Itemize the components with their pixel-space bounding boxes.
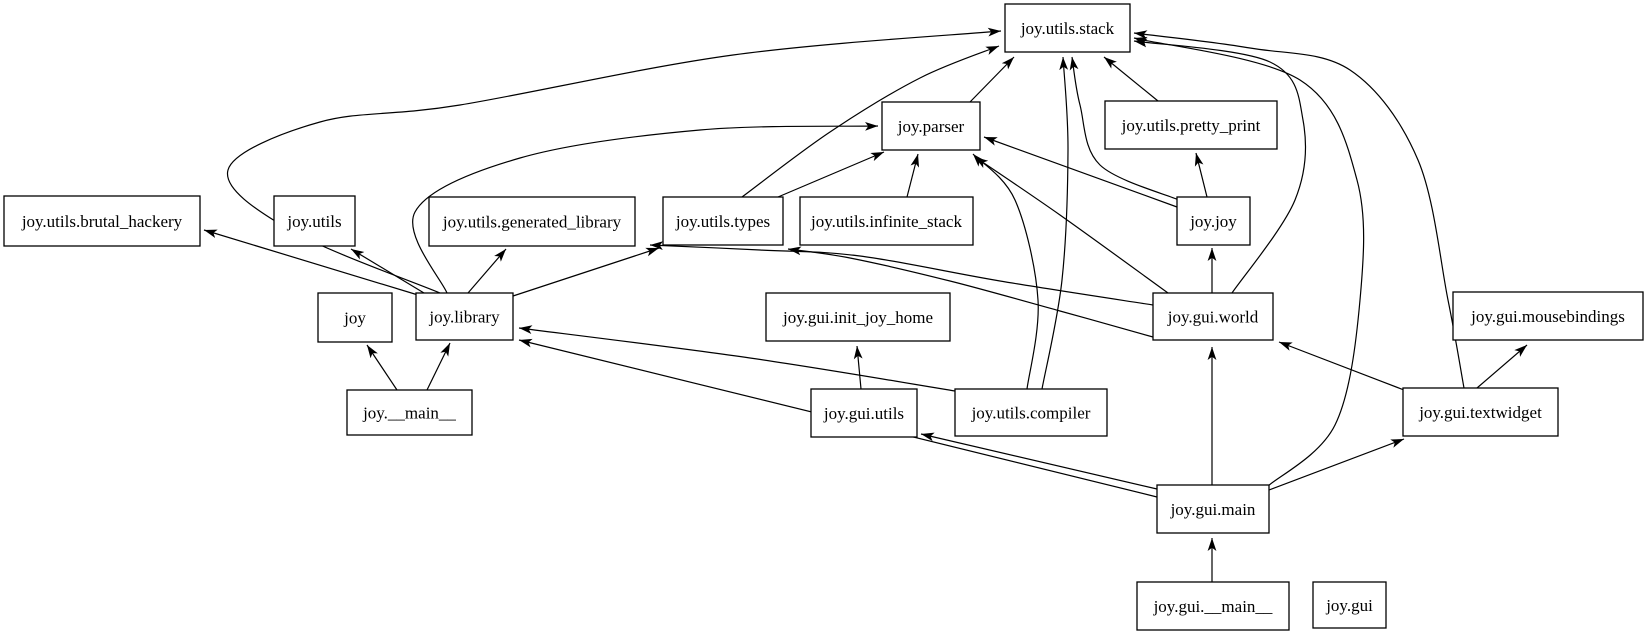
edge-joy.library-to-joy.utils.generated_library [467,248,507,294]
node-joy.gui.utils: joy.gui.utils [810,388,918,438]
edge-joy.gui.world-to-joy.parser [974,156,1169,294]
edge-joy.utils.types-to-joy.utils.stack [741,45,1000,198]
node-box-joy.parser [881,101,981,151]
node-label-joy.utils.stack: joy.utils.stack [1020,19,1115,38]
node-layer: joy.utils.stack joy.parser joy.utils.prett… [3,3,1644,631]
edge-layer [203,27,1528,582]
node-joy.utils: joy.utils [273,195,356,247]
edge-joy.library-to-joy.utils.types [512,247,660,297]
edge-joy.gui.textwidget-to-joy.gui.mousebindings [1476,344,1528,389]
edge-joy.utils.compiler-to-joy.utils.stack [1041,56,1069,390]
node-label-joy.gui.main: joy.gui.main [1170,500,1256,519]
edge-joy.joy-to-joy.utils.pretty_print [1194,152,1208,198]
edge-joy.__main__-to-joy.library [426,342,451,391]
node-box-joy.gui.utils [810,388,918,438]
node-box-joy.gui [1312,581,1387,629]
node-joy.utils.brutal_hackery: joy.utils.brutal_hackery [3,195,201,247]
node-box-joy.joy [1176,196,1251,246]
node-joy.utils.compiler: joy.utils.compiler [954,388,1108,437]
edge-joy.__main__-to-joy [366,344,398,391]
node-joy.library: joy.library [415,292,514,341]
node-joy.joy: joy.joy [1176,196,1251,246]
edge-joy.utils.compiler-to-joy.parser [972,153,1039,390]
edge-joy.library-to-joy.utils.stack [226,27,1002,294]
node-label-joy.gui.mousebindings: joy.gui.mousebindings [1470,307,1625,326]
node-joy.gui: joy.gui [1312,581,1387,629]
edge-joy.utils.pretty_print-to-joy.utils.stack [1103,56,1159,102]
edge-joy.library-to-joy.parser [412,121,879,294]
node-box-joy.utils.brutal_hackery [3,195,201,247]
node-joy.gui.main: joy.gui.main [1156,484,1270,534]
edge-joy.joy-to-joy.utils.stack [1069,56,1180,201]
node-joy.utils.pretty_print: joy.utils.pretty_print [1104,100,1278,150]
node-box-joy.library [415,292,514,341]
edge-joy.gui.main-to-joy.gui.utils [920,432,1158,490]
node-label-joy.gui.init_joy_home: joy.gui.init_joy_home [782,308,933,327]
edge-joy.gui.world-to-joy.utils.stack [1133,38,1306,294]
node-label-joy.utils: joy.utils [286,212,341,231]
node-box-joy [317,292,393,343]
node-label-joy.gui: joy.gui [1325,596,1373,615]
edge-joy.gui.textwidget-to-joy.utils.stack [1133,30,1465,389]
node-box-joy.gui.mousebindings [1452,291,1644,341]
node-label-joy.gui.world: joy.gui.world [1167,308,1259,327]
node-label-joy.gui.__main__: joy.gui.__main__ [1153,597,1273,616]
edge-joy.gui.utils-to-joy.gui.init_joy_home [853,345,863,390]
node-joy.gui.__main__: joy.gui.__main__ [1136,581,1290,631]
node-box-joy.gui.init_joy_home [765,292,951,342]
node-label-joy.gui.utils: joy.gui.utils [823,404,904,423]
node-joy.parser: joy.parser [881,101,981,151]
edge-joy.joy-to-joy.parser [983,136,1178,208]
edge-joy.parser-to-joy.utils.stack [969,56,1015,103]
node-label-joy: joy [343,309,366,328]
node-box-joy.utils.generated_library [428,196,636,247]
node-label-joy.library: joy.library [428,308,500,327]
node-box-joy.utils.pretty_print [1104,100,1278,150]
node-box-joy.utils [273,195,356,247]
node-box-joy.__main__ [346,389,473,436]
edge-joy.utils.types-to-joy.parser [777,151,885,198]
node-box-joy.gui.textwidget [1402,387,1559,437]
node-joy.utils.generated_library: joy.utils.generated_library [428,196,636,247]
edge-joy.library-to-joy.utils [350,248,425,294]
node-label-joy.utils.generated_library: joy.utils.generated_library [442,213,622,232]
node-joy.gui.init_joy_home: joy.gui.init_joy_home [765,292,951,342]
edge-joy.gui.world-to-joy.utils.types [787,246,1154,338]
node-joy.utils.types: joy.utils.types [662,196,784,246]
node-label-joy.utils.infinite_stack: joy.utils.infinite_stack [810,212,962,231]
node-joy.gui.world: joy.gui.world [1152,292,1274,341]
node-label-joy.parser: joy.parser [897,117,965,136]
edge-joy.utils.infinite_stack-to-joy.parser [906,153,920,198]
node-joy: joy [317,292,393,343]
node-joy.__main__: joy.__main__ [346,389,473,436]
node-joy.utils.infinite_stack: joy.utils.infinite_stack [799,196,974,246]
edge-joy.gui.main-to-joy.utils.stack [1133,36,1365,487]
node-box-joy.gui.main [1156,484,1270,534]
node-label-joy.utils.pretty_print: joy.utils.pretty_print [1121,116,1261,135]
edge-joy.gui.textwidget-to-joy.gui.world [1278,341,1405,391]
node-label-joy.gui.textwidget: joy.gui.textwidget [1418,403,1542,422]
node-label-joy.utils.compiler: joy.utils.compiler [971,404,1091,423]
node-label-joy.joy: joy.joy [1189,212,1237,231]
node-box-joy.utils.compiler [954,388,1108,437]
node-joy.gui.mousebindings: joy.gui.mousebindings [1452,291,1644,341]
node-box-joy.utils.infinite_stack [799,196,974,246]
node-label-joy.__main__: joy.__main__ [362,404,456,423]
node-joy.gui.textwidget: joy.gui.textwidget [1402,387,1559,437]
node-box-joy.utils.types [662,196,784,246]
edge-joy.library-to-joy.utils.brutal_hackery [203,229,419,296]
node-joy.utils.stack: joy.utils.stack [1004,3,1131,53]
node-box-joy.gui.world [1152,292,1274,341]
node-label-joy.utils.brutal_hackery: joy.utils.brutal_hackery [21,212,183,231]
edge-joy.utils.compiler-to-joy.library [518,325,956,392]
node-label-joy.utils.types: joy.utils.types [675,212,770,231]
node-box-joy.utils.stack [1004,3,1131,53]
node-box-joy.gui.__main__ [1136,581,1290,631]
edge-joy.gui.main-to-joy.gui.textwidget [1268,438,1405,491]
edge-joy.gui.world-to-joy.utils.generated_library [649,241,1154,306]
